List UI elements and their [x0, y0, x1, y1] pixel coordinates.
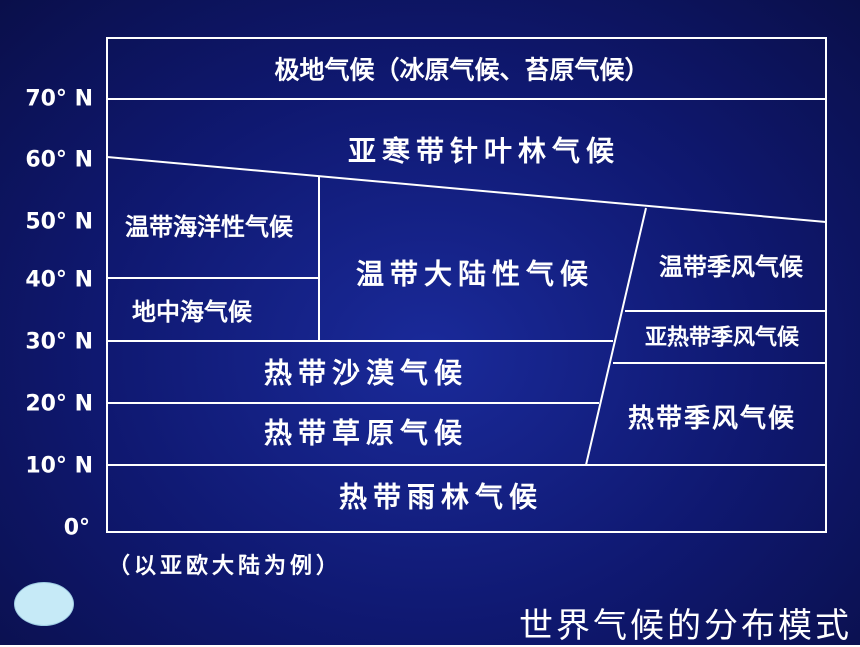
nav-button[interactable]	[14, 582, 74, 626]
latitude-label-0: 0°	[64, 516, 90, 541]
latitude-label-10n: 10° N	[25, 454, 93, 479]
boundary-east-monsoon	[585, 207, 647, 466]
latitude-label-20n: 20° N	[25, 392, 93, 417]
zone-tropical-monsoon: 热带季风气候	[628, 403, 796, 434]
zone-tropical-grassland: 热带草原气候	[264, 417, 468, 450]
latitude-label-30n: 30° N	[25, 330, 93, 355]
latitude-label-40n: 40° N	[25, 268, 93, 293]
latitude-label-70n: 70° N	[25, 87, 93, 112]
zone-subtropical-monsoon: 亚热带季风气候	[645, 325, 800, 351]
zone-temperate-monsoon: 温带季风气候	[659, 253, 804, 281]
diagram-frame	[106, 37, 827, 533]
zone-maritime: 温带海洋性气候	[125, 213, 294, 241]
zone-polar: 极地气候（冰原气候、苔原气候）	[274, 56, 649, 85]
zone-mediterranean: 地中海气候	[132, 298, 253, 326]
latitude-label-60n: 60° N	[25, 148, 93, 173]
example-note: （以亚欧大陆为例）	[108, 554, 343, 579]
latitude-label-50n: 50° N	[25, 210, 93, 235]
page-title: 世界气候的分布模式	[519, 606, 852, 646]
boundary-subarctic-south	[106, 156, 827, 223]
zone-subarctic: 亚寒带针叶林气候	[348, 135, 620, 168]
zone-tropical-rainforest: 热带雨林气候	[339, 481, 543, 514]
zone-continental: 温带大陆性气候	[356, 258, 594, 291]
zone-tropical-desert: 热带沙漠气候	[264, 357, 468, 390]
